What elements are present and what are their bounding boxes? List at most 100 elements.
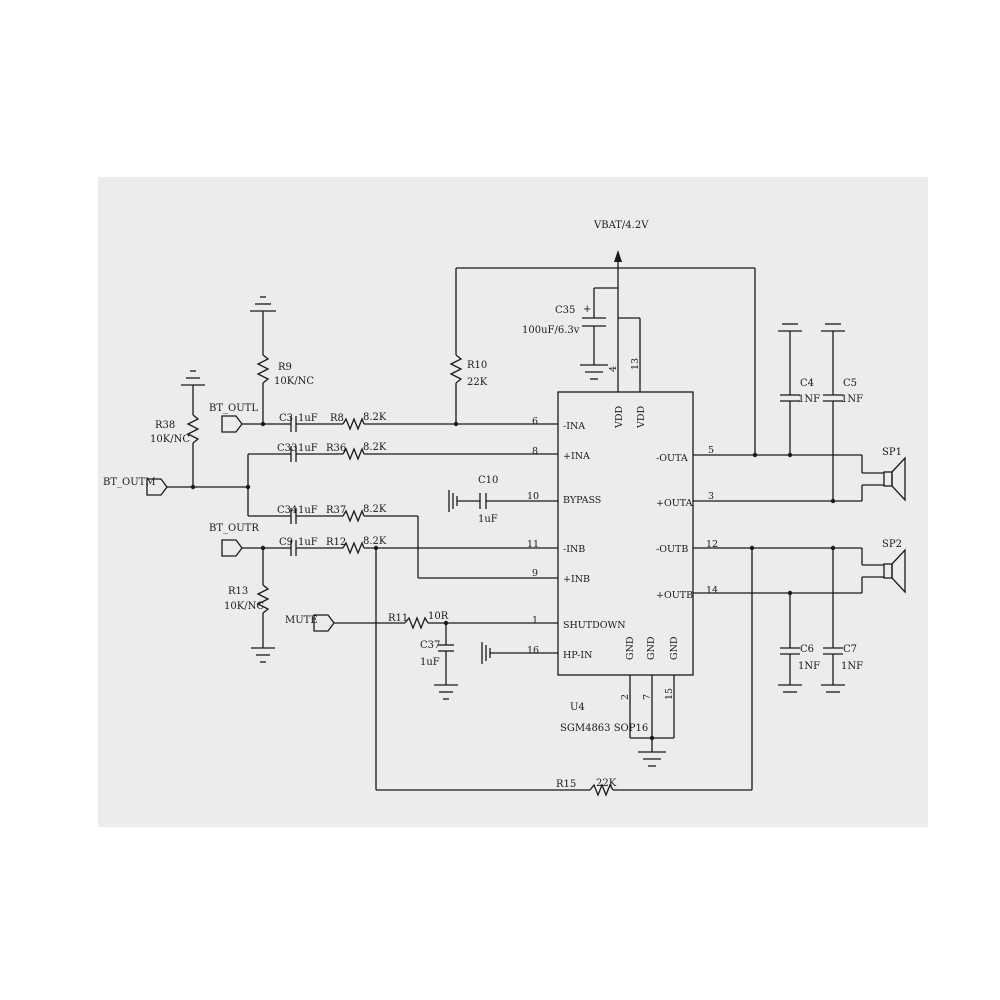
r9-value: 10K/NC bbox=[274, 376, 314, 387]
r15-value: 22K bbox=[596, 778, 617, 789]
vbat-label: VBAT/4.2V bbox=[593, 220, 649, 231]
r38-ref: R38 bbox=[155, 420, 175, 431]
ic-u4: -INA +INA BYPASS -INB +INB SHUTDOWN HP-I… bbox=[557, 391, 694, 734]
pin-num-8: 8 bbox=[532, 446, 538, 457]
c5-capacitor: C5 1NF bbox=[821, 323, 863, 501]
pin-num-6: 6 bbox=[532, 416, 538, 427]
pin-name-pos-inb: +INB bbox=[563, 574, 590, 585]
c6-value: 1NF bbox=[798, 661, 820, 672]
pin-name-shutdown: SHUTDOWN bbox=[563, 620, 626, 631]
ic-ref: U4 bbox=[570, 702, 585, 713]
pin-name-pos-outa: +OUTA bbox=[656, 498, 693, 509]
r10-resistor: R10 22K bbox=[449, 354, 488, 424]
r36-resistor: R36 8.2K bbox=[326, 442, 558, 461]
sp1-ref: SP1 bbox=[882, 447, 902, 458]
c33-ref: C33 bbox=[277, 443, 297, 454]
c35-ref: C35 bbox=[555, 305, 575, 316]
port-mute: MUTE bbox=[285, 614, 405, 632]
c35-value: 100uF/6.3v bbox=[522, 325, 580, 336]
pin-name-neg-outb: -OUTB bbox=[656, 544, 688, 555]
bt-outm-label: BT_OUTM bbox=[103, 477, 156, 488]
pin-num-11: 11 bbox=[527, 539, 539, 550]
pin-name-hp-in: HP-IN bbox=[563, 650, 592, 661]
c3-ref: C3 bbox=[279, 413, 293, 424]
c37-value: 1uF bbox=[420, 657, 440, 668]
c33-capacitor: C33 1uF bbox=[277, 443, 343, 462]
pin-num-2: 2 bbox=[620, 694, 631, 700]
pin-name-bypass: BYPASS bbox=[563, 495, 601, 506]
r10-value: 22K bbox=[467, 377, 488, 388]
svg-text:+: + bbox=[583, 304, 591, 315]
pin-name-neg-inb: -INB bbox=[563, 544, 585, 555]
c3-value: 1uF bbox=[298, 413, 318, 424]
bt-outm-net bbox=[190, 421, 283, 551]
c7-value: 1NF bbox=[841, 661, 863, 672]
c7-capacitor: C7 1NF bbox=[821, 548, 863, 693]
pin-name-neg-outa: -OUTA bbox=[656, 453, 688, 464]
r12-ref: R12 bbox=[326, 537, 346, 548]
pin-num-14: 14 bbox=[706, 585, 718, 596]
c5-value: 1NF bbox=[841, 394, 863, 405]
pin-num-12: 12 bbox=[706, 539, 718, 550]
c34-capacitor: C34 1uF bbox=[277, 505, 343, 524]
c33-value: 1uF bbox=[298, 443, 318, 454]
c37-capacitor: C37 1uF bbox=[420, 623, 458, 700]
c34-ref: C34 bbox=[277, 505, 297, 516]
pin-name-gnd2: GND bbox=[646, 636, 657, 660]
r12-value: 8.2K bbox=[363, 536, 387, 547]
pin-name-vdd1: VDD bbox=[614, 406, 625, 429]
pin-name-pos-outb: +OUTB bbox=[656, 590, 693, 601]
c9-value: 1uF bbox=[298, 537, 318, 548]
r8-ref: R8 bbox=[330, 413, 344, 424]
mute-label: MUTE bbox=[285, 615, 318, 626]
r37-ref: R37 bbox=[326, 505, 346, 516]
pin-name-vdd2: VDD bbox=[636, 406, 647, 429]
r9-ref: R9 bbox=[278, 362, 292, 373]
c7-ref: C7 bbox=[843, 644, 857, 655]
c9-capacitor: C9 1uF bbox=[279, 537, 343, 556]
hp-in-ground bbox=[481, 642, 558, 664]
r15-resistor: R15 22K bbox=[375, 548, 753, 797]
c10-ref: C10 bbox=[478, 475, 498, 486]
sp2-ref: SP2 bbox=[882, 539, 902, 550]
vbat-rail: VBAT/4.2V bbox=[455, 220, 756, 455]
pin-name-pos-ina: +INA bbox=[563, 451, 590, 462]
r9-resistor: R9 10K/NC bbox=[250, 296, 314, 424]
c3-capacitor: C3 1uF bbox=[279, 413, 343, 432]
c35-capacitor: + C35 100uF/6.3v bbox=[522, 288, 608, 380]
r8-value: 8.2K bbox=[363, 412, 387, 423]
pin-num-1: 1 bbox=[532, 615, 538, 626]
junction-r10 bbox=[453, 421, 459, 427]
pin-num-16: 16 bbox=[527, 645, 539, 656]
c6-capacitor: C6 1NF bbox=[778, 593, 820, 693]
pin-name-gnd1: GND bbox=[625, 636, 636, 660]
c6-ref: C6 bbox=[800, 644, 814, 655]
r10-ref: R10 bbox=[467, 360, 487, 371]
r36-value: 8.2K bbox=[363, 442, 387, 453]
r11-ref: R11 bbox=[388, 613, 408, 624]
pin-num-4: 4 bbox=[608, 366, 619, 372]
c10-capacitor: C10 1uF bbox=[448, 475, 558, 525]
c37-ref: C37 bbox=[420, 640, 440, 651]
pin-num-10: 10 bbox=[527, 491, 539, 502]
r37-resistor: R37 8.2K bbox=[326, 504, 558, 579]
port-bt-outl: BT_OUTL bbox=[209, 403, 283, 433]
schematic-panel bbox=[98, 177, 928, 827]
sp2-speaker: SP2 bbox=[861, 539, 906, 594]
pin-numbers: 6 8 10 11 9 1 16 5 3 12 14 4 13 2 7 15 bbox=[527, 358, 718, 700]
pin-num-13: 13 bbox=[630, 358, 641, 370]
pin-name-gnd3: GND bbox=[669, 636, 680, 660]
r8-resistor: R8 8.2K bbox=[330, 412, 558, 431]
pin-num-5: 5 bbox=[708, 445, 714, 456]
port-bt-outr: BT_OUTR bbox=[209, 523, 283, 557]
bt-outl-label: BT_OUTL bbox=[209, 403, 258, 414]
r13-resistor: R13 10K/NC bbox=[224, 548, 275, 663]
c4-value: 1NF bbox=[798, 394, 820, 405]
bt-outr-label: BT_OUTR bbox=[209, 523, 259, 534]
sp1-speaker: SP1 bbox=[861, 447, 906, 502]
r13-value: 10K/NC bbox=[224, 601, 264, 612]
pin-num-3: 3 bbox=[708, 491, 714, 502]
c4-ref: C4 bbox=[800, 378, 814, 389]
c10-value: 1uF bbox=[478, 514, 498, 525]
